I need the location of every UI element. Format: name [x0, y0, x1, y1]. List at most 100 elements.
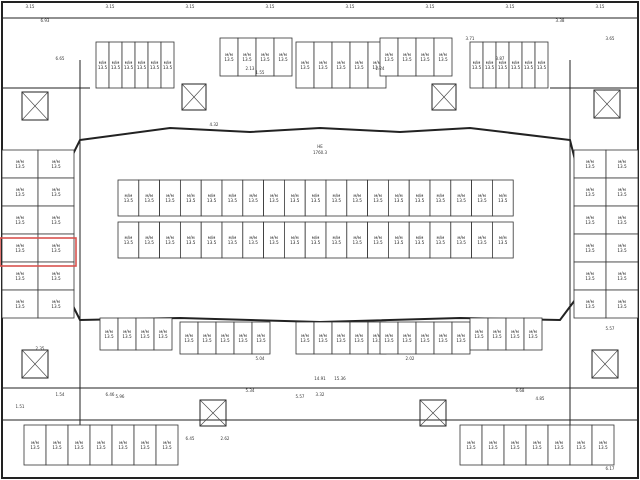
parking-space[interactable]: м/м13.5: [591, 424, 615, 466]
parking-space[interactable]: м/м13.5: [331, 41, 351, 89]
parking-space[interactable]: м/м13.5: [117, 221, 140, 259]
parking-space[interactable]: м/м13.5: [450, 179, 472, 217]
parking-space[interactable]: м/м13.5: [117, 179, 140, 217]
parking-space[interactable]: м/м13.5: [117, 317, 137, 351]
parking-space[interactable]: м/м13.5: [1, 149, 39, 179]
parking-space[interactable]: м/м13.5: [471, 179, 493, 217]
parking-space[interactable]: м/м13.5: [197, 321, 217, 355]
parking-space[interactable]: м/м13.5: [160, 41, 175, 89]
parking-space[interactable]: м/м13.5: [200, 221, 223, 259]
parking-space[interactable]: м/м13.5: [573, 289, 607, 319]
parking-space[interactable]: м/м13.5: [67, 424, 91, 466]
parking-space[interactable]: м/м13.5: [138, 221, 161, 259]
parking-space[interactable]: м/м13.5: [481, 424, 505, 466]
parking-space[interactable]: м/м13.5: [221, 221, 244, 259]
parking-space[interactable]: м/м13.5: [23, 424, 47, 466]
parking-space[interactable]: м/м13.5: [433, 37, 453, 77]
parking-space[interactable]: м/м13.5: [387, 221, 410, 259]
parking-space[interactable]: м/м13.5: [349, 321, 369, 355]
parking-space[interactable]: м/м13.5: [605, 177, 639, 207]
selected-space-highlight[interactable]: [0, 237, 77, 267]
parking-space[interactable]: м/м13.5: [313, 321, 333, 355]
parking-space[interactable]: м/м13.5: [433, 321, 453, 355]
parking-space[interactable]: м/м13.5: [379, 321, 399, 355]
parking-space[interactable]: м/м13.5: [429, 221, 452, 259]
parking-space[interactable]: м/м13.5: [179, 221, 202, 259]
parking-space[interactable]: м/м13.5: [397, 37, 417, 77]
parking-space[interactable]: м/м13.5: [219, 37, 239, 77]
parking-space[interactable]: м/м13.5: [251, 321, 271, 355]
parking-space[interactable]: м/м13.5: [263, 221, 285, 259]
parking-space[interactable]: м/м13.5: [37, 177, 75, 207]
parking-space[interactable]: м/м13.5: [295, 321, 315, 355]
parking-space[interactable]: м/м13.5: [573, 261, 607, 291]
parking-space[interactable]: м/м13.5: [367, 221, 389, 259]
parking-space[interactable]: м/м13.5: [534, 41, 549, 89]
parking-space[interactable]: м/м13.5: [313, 41, 333, 89]
parking-space[interactable]: м/м13.5: [491, 221, 514, 259]
parking-space[interactable]: м/м13.5: [503, 424, 527, 466]
parking-space[interactable]: м/м13.5: [346, 179, 368, 217]
parking-space[interactable]: м/м13.5: [37, 149, 75, 179]
parking-space[interactable]: м/м13.5: [573, 205, 607, 235]
parking-space[interactable]: м/м13.5: [159, 179, 181, 217]
parking-space[interactable]: м/м13.5: [573, 233, 607, 263]
parking-space[interactable]: м/м13.5: [450, 221, 472, 259]
parking-space[interactable]: м/м13.5: [487, 317, 507, 351]
parking-space[interactable]: м/м13.5: [133, 424, 157, 466]
parking-space[interactable]: м/м13.5: [605, 205, 639, 235]
parking-space[interactable]: м/м13.5: [547, 424, 571, 466]
parking-space[interactable]: м/м13.5: [408, 221, 431, 259]
parking-space[interactable]: м/м13.5: [221, 179, 244, 217]
parking-space[interactable]: м/м13.5: [283, 221, 306, 259]
parking-space[interactable]: м/м13.5: [367, 179, 389, 217]
parking-space[interactable]: м/м13.5: [397, 321, 417, 355]
parking-space[interactable]: м/м13.5: [469, 317, 489, 351]
parking-space[interactable]: м/м13.5: [1, 289, 39, 319]
parking-space[interactable]: м/м13.5: [471, 221, 493, 259]
parking-space[interactable]: м/м13.5: [200, 179, 223, 217]
parking-space[interactable]: м/м13.5: [242, 221, 265, 259]
parking-space[interactable]: м/м13.5: [1, 177, 39, 207]
parking-space[interactable]: м/м13.5: [349, 41, 369, 89]
parking-space[interactable]: м/м13.5: [179, 321, 199, 355]
parking-space[interactable]: м/м13.5: [155, 424, 179, 466]
parking-space[interactable]: м/м13.5: [469, 41, 484, 89]
parking-space[interactable]: м/м13.5: [89, 424, 113, 466]
parking-space[interactable]: м/м13.5: [263, 179, 285, 217]
parking-space[interactable]: м/м13.5: [99, 317, 119, 351]
parking-space[interactable]: м/м13.5: [525, 424, 549, 466]
parking-space[interactable]: м/м13.5: [108, 41, 123, 89]
parking-space[interactable]: м/м13.5: [505, 317, 525, 351]
parking-space[interactable]: м/м13.5: [135, 317, 155, 351]
parking-space[interactable]: м/м13.5: [273, 37, 293, 77]
parking-space[interactable]: м/м13.5: [121, 41, 136, 89]
parking-space[interactable]: м/м13.5: [304, 179, 327, 217]
parking-space[interactable]: м/м13.5: [569, 424, 593, 466]
parking-space[interactable]: м/м13.5: [523, 317, 543, 351]
parking-space[interactable]: м/м13.5: [1, 205, 39, 235]
parking-space[interactable]: м/м13.5: [331, 321, 351, 355]
parking-space[interactable]: м/м13.5: [95, 41, 110, 89]
parking-space[interactable]: м/м13.5: [491, 179, 514, 217]
parking-space[interactable]: м/м13.5: [255, 37, 275, 77]
parking-space[interactable]: м/м13.5: [304, 221, 327, 259]
parking-space[interactable]: м/м13.5: [325, 179, 348, 217]
parking-space[interactable]: м/м13.5: [408, 179, 431, 217]
parking-space[interactable]: м/м13.5: [325, 221, 348, 259]
parking-space[interactable]: м/м13.5: [153, 317, 173, 351]
parking-space[interactable]: м/м13.5: [283, 179, 306, 217]
parking-space[interactable]: м/м13.5: [45, 424, 69, 466]
parking-space[interactable]: м/м13.5: [387, 179, 410, 217]
parking-space[interactable]: м/м13.5: [573, 149, 607, 179]
parking-space[interactable]: м/м13.5: [138, 179, 161, 217]
parking-space[interactable]: м/м13.5: [415, 321, 435, 355]
parking-space[interactable]: м/м13.5: [451, 321, 471, 355]
parking-space[interactable]: м/м13.5: [573, 177, 607, 207]
parking-space[interactable]: м/м13.5: [237, 37, 257, 77]
parking-space[interactable]: м/м13.5: [159, 221, 181, 259]
parking-space[interactable]: м/м13.5: [605, 233, 639, 263]
parking-space[interactable]: м/м13.5: [111, 424, 135, 466]
parking-space[interactable]: м/м13.5: [605, 149, 639, 179]
parking-space[interactable]: м/м13.5: [415, 37, 435, 77]
